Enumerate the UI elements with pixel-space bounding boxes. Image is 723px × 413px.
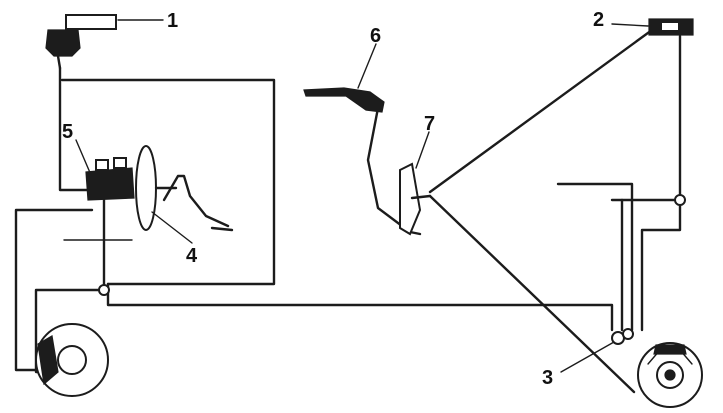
hydraulic-lines <box>14 34 682 374</box>
callout-numbers: 1 2 3 4 5 6 7 <box>62 9 604 389</box>
rear-drum-springs <box>647 349 693 365</box>
equalizer-link <box>410 194 432 200</box>
leader-2 <box>611 23 649 27</box>
callout-7: 7 <box>424 113 435 135</box>
junction-tee-front <box>98 284 110 296</box>
line-rear-top <box>556 182 634 202</box>
callout-3: 3 <box>542 367 553 389</box>
callout-2: 2 <box>593 9 604 31</box>
front-disc-caliper <box>37 335 59 386</box>
parking-lever-arm <box>366 106 422 236</box>
line-left-edge <box>14 208 94 372</box>
front-disc-hub <box>57 345 87 375</box>
callout-4: 4 <box>186 245 198 267</box>
cable-to-rear-wheel <box>428 194 636 394</box>
rear-right-drum-brake <box>637 342 703 408</box>
part-6-parking-lever <box>303 87 422 236</box>
line-rear-long <box>106 282 614 332</box>
front-left-disc-brake <box>35 323 109 397</box>
part-1-reservoir <box>45 14 117 70</box>
leader-7 <box>415 131 430 169</box>
vacuum-booster <box>135 145 157 231</box>
regulator-window <box>662 23 678 30</box>
callout-5: 5 <box>62 121 73 143</box>
part-4-master-cylinder-booster <box>85 145 234 232</box>
rear-fitting-2 <box>622 328 634 340</box>
line-rear-right <box>640 198 682 332</box>
master-cylinder-body <box>85 167 135 201</box>
reservoir-body <box>45 29 81 57</box>
master-cylinder-cap-2 <box>113 157 127 169</box>
brake-pedal-arm <box>162 174 230 228</box>
callout-6: 6 <box>370 25 381 47</box>
parking-lever-handle <box>303 87 385 113</box>
brake-pedal-pad <box>210 226 234 232</box>
master-cylinder-cap-1 <box>95 159 109 171</box>
reservoir-outlet <box>56 54 62 70</box>
line-reservoir-master <box>58 66 94 192</box>
rear-drum-axle <box>664 369 676 381</box>
leader-5 <box>75 139 95 183</box>
parking-cables <box>428 28 654 394</box>
callout-leaders <box>75 19 649 373</box>
reservoir-cap <box>65 14 117 30</box>
leader-6 <box>357 43 377 89</box>
leader-3 <box>560 341 615 373</box>
junction-tee-rear <box>674 194 686 206</box>
part-2-regulator <box>648 18 694 36</box>
line-outer-loop <box>60 78 276 286</box>
callout-1: 1 <box>167 10 178 32</box>
leader-4 <box>151 211 193 244</box>
part-7-cable-equalizer <box>399 162 432 236</box>
part-3-rear-fitting <box>611 328 634 345</box>
rear-drum-cylinder <box>653 344 687 355</box>
cable-to-regulator <box>428 28 654 194</box>
equalizer-bracket <box>399 162 422 236</box>
